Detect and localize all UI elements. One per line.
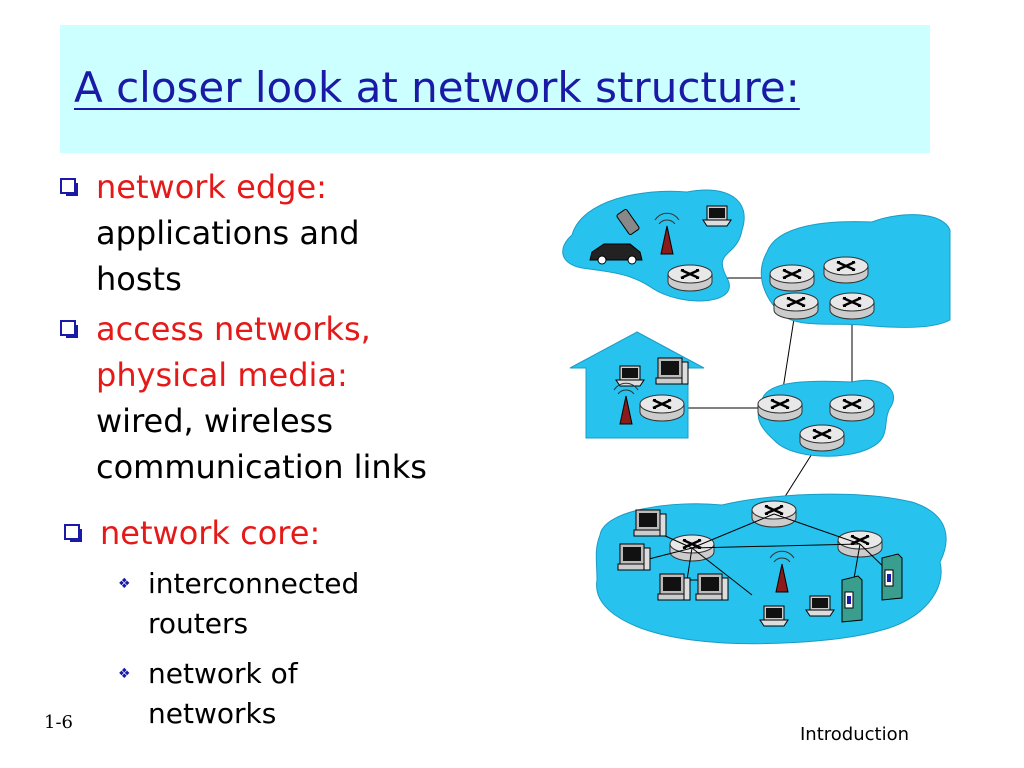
server-icon bbox=[881, 553, 903, 601]
sub-bullet-line: networks bbox=[148, 697, 277, 730]
cellphone-icon bbox=[616, 209, 640, 235]
footer-label: Introduction bbox=[800, 724, 910, 745]
router-icon bbox=[768, 263, 816, 293]
pc-icon bbox=[655, 357, 689, 385]
sub-bullet-routers: ❖ interconnected routers bbox=[118, 564, 359, 644]
laptop-icon bbox=[702, 205, 732, 227]
bullet-heading: network core: bbox=[100, 514, 321, 552]
slide-title: A closer look at network structure: bbox=[74, 63, 800, 112]
slide-number: 1-6 bbox=[44, 712, 73, 733]
square-bullet-icon bbox=[64, 524, 82, 542]
sub-bullet-line: interconnected bbox=[148, 567, 360, 600]
pc-icon bbox=[617, 543, 651, 571]
bullet-heading: physical media: bbox=[96, 356, 348, 394]
sub-bullet-networks: ❖ network of networks bbox=[118, 654, 298, 734]
router-icon bbox=[756, 393, 804, 423]
pc-icon bbox=[633, 509, 667, 537]
sub-bullet-line: routers bbox=[148, 607, 249, 640]
title-banner: A closer look at network structure: bbox=[60, 25, 930, 153]
router-icon bbox=[828, 393, 876, 423]
router-icon bbox=[772, 291, 820, 321]
bullet-line: applications and bbox=[96, 214, 360, 252]
laptop-icon bbox=[805, 595, 835, 617]
router-icon bbox=[822, 255, 870, 285]
network-diagram bbox=[562, 189, 951, 645]
bullet-line: hosts bbox=[96, 260, 182, 298]
pc-icon bbox=[695, 573, 729, 601]
server-icon bbox=[841, 575, 863, 623]
bullet-line: wired, wireless bbox=[96, 402, 333, 440]
bullet-network-edge: network edge: applications and hosts bbox=[60, 164, 360, 302]
laptop-icon bbox=[759, 605, 789, 627]
diamond-bullet-icon: ❖ bbox=[118, 666, 131, 682]
square-bullet-icon bbox=[60, 178, 78, 196]
pc-icon bbox=[657, 573, 691, 601]
router-icon bbox=[798, 423, 846, 453]
square-bullet-icon bbox=[60, 320, 78, 338]
laptop-icon bbox=[615, 365, 645, 387]
bullet-access-networks: access networks, physical media: wired, … bbox=[60, 306, 427, 490]
car-icon bbox=[589, 243, 643, 265]
router-icon bbox=[666, 263, 714, 293]
bullet-heading: network edge: bbox=[96, 168, 327, 206]
diamond-bullet-icon: ❖ bbox=[118, 576, 131, 592]
router-icon bbox=[638, 393, 686, 423]
bullet-heading: access networks, bbox=[96, 310, 371, 348]
bullet-line: communication links bbox=[96, 448, 427, 486]
sub-bullet-line: network of bbox=[148, 657, 298, 690]
institutional-links bbox=[636, 513, 893, 596]
bullet-network-core: network core: bbox=[64, 510, 320, 556]
router-icon bbox=[828, 291, 876, 321]
